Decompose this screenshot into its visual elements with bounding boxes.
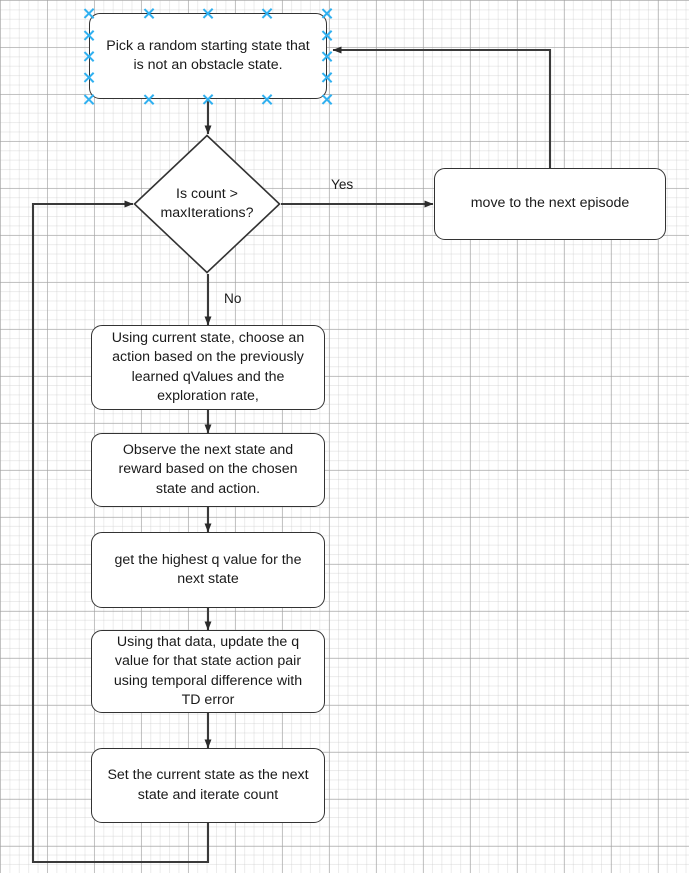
- edge-label-no: No: [224, 291, 242, 306]
- node-choose-action[interactable]: Using current state, choose an action ba…: [91, 325, 325, 410]
- node-update-q-value[interactable]: Using that data, update the q value for …: [91, 630, 325, 713]
- node-label: Using that data, update the q value for …: [113, 633, 303, 709]
- node-label: Is count > maxIterations?: [160, 185, 254, 222]
- node-label: move to the next episode: [470, 195, 630, 212]
- node-label: Using current state, choose an action ba…: [111, 329, 305, 405]
- node-set-current-state-iterate-count[interactable]: Set the current state as the next state …: [91, 748, 325, 823]
- edge-label-yes: Yes: [331, 177, 354, 192]
- node-label: Set the current state as the next state …: [107, 767, 309, 803]
- diamond-shape: [133, 134, 281, 274]
- node-label: get the highest q value for the next sta…: [114, 551, 302, 588]
- node-decision-count-vs-maxiterations[interactable]: Is count > maxIterations?: [133, 134, 281, 274]
- node-observe-next-state-reward[interactable]: Observe the next state and reward based …: [91, 433, 325, 507]
- node-label: Observe the next state and reward based …: [118, 441, 298, 497]
- node-pick-random-start-state[interactable]: Pick a random starting state that is not…: [89, 13, 327, 99]
- node-get-highest-q-value[interactable]: get the highest q value for the next sta…: [91, 532, 325, 608]
- node-label: Pick a random starting state that is not…: [106, 37, 310, 74]
- edge-next-episode-to-start: [332, 46, 552, 168]
- node-move-to-next-episode[interactable]: move to the next episode: [434, 168, 666, 240]
